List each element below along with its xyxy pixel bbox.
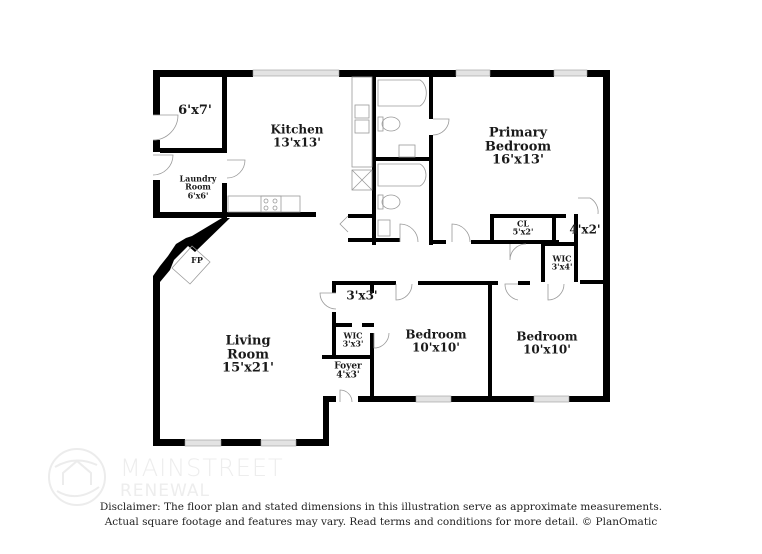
disclaimer-line2: Actual square footage and features may v…	[104, 516, 658, 528]
room-size: 10'x10'	[412, 340, 460, 354]
room-closet-3x3: 3'x3'	[346, 290, 377, 303]
room-wic-hall: WIC 3'x3'	[342, 330, 364, 349]
room-name-line2: Room	[227, 347, 269, 363]
room-name: Foyer	[334, 361, 362, 372]
room-name-line1: Living	[225, 333, 271, 349]
room-closet-6x7: 6'x7'	[178, 104, 212, 118]
room-name: WIC	[552, 253, 572, 264]
room-size: 6'x6'	[187, 190, 209, 201]
windows	[184, 69, 588, 447]
room-name-line1: Primary	[488, 125, 548, 141]
room-name: Bedroom	[516, 329, 578, 344]
room-size: 5'x2'	[512, 227, 534, 237]
room-name: FP	[191, 254, 203, 265]
room-name: WIC	[343, 330, 363, 341]
room-primary-bedroom: Primary Bedroom 16'x13'	[484, 125, 552, 168]
brand-logo-icon	[48, 448, 106, 506]
room-size: 10'x10'	[523, 342, 571, 356]
fixtures	[171, 76, 427, 285]
disclaimer-line1: Disclaimer: The floor plan and stated di…	[99, 501, 663, 513]
room-size: 6'x7'	[178, 103, 212, 119]
doors	[152, 114, 599, 403]
room-name-line2: Room	[185, 181, 211, 192]
room-size: 3'x3'	[346, 288, 378, 303]
room-name: Bedroom	[405, 327, 467, 342]
room-closet-4x2: 4'x2'	[569, 224, 600, 237]
room-laundry: Laundry Room 6'x6'	[179, 173, 217, 201]
room-name-line2: Bedroom	[484, 139, 552, 155]
room-closet-cl: CL 5'x2'	[512, 218, 534, 237]
walls	[153, 70, 610, 446]
disclaimer: Disclaimer: The floor plan and stated di…	[0, 500, 762, 530]
room-size: 3'x4'	[551, 262, 573, 272]
room-size: 4'x2'	[569, 222, 601, 237]
room-size: 4'x3'	[336, 371, 360, 381]
room-size: 16'x13'	[492, 152, 544, 168]
room-size: 3'x3'	[342, 339, 364, 349]
room-bedroom-2: Bedroom 10'x10'	[516, 330, 577, 355]
room-foyer: Foyer 4'x3'	[334, 361, 362, 382]
room-name: CL	[517, 218, 529, 229]
room-wic-primary: WIC 3'x4'	[551, 253, 573, 272]
room-living: Living Room 15'x21'	[222, 333, 274, 376]
room-size: 15'x21'	[222, 360, 274, 376]
room-bedroom-1: Bedroom 10'x10'	[405, 328, 466, 353]
brand-watermark-line2: RENEWAL	[120, 481, 210, 501]
room-name: Kitchen	[270, 122, 324, 137]
brand-watermark-line1: MAINSTREET	[120, 454, 284, 482]
room-fireplace: FP	[191, 254, 203, 265]
room-name-line1: Laundry	[179, 173, 217, 184]
room-size: 13'x13'	[273, 135, 321, 149]
room-kitchen: Kitchen 13'x13'	[271, 123, 324, 148]
